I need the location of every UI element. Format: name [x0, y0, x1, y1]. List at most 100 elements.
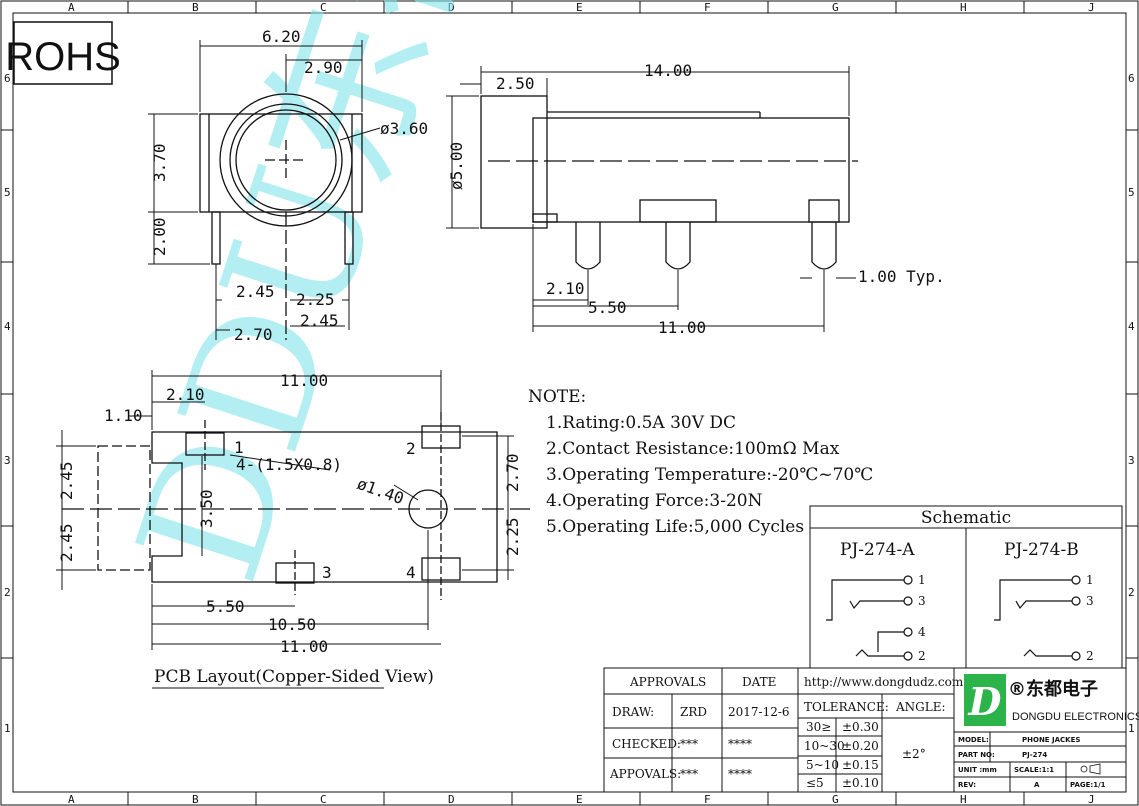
pin-label: 2 — [918, 649, 926, 663]
tol-value: ±0.10 — [842, 776, 879, 790]
row-label: 3 — [4, 454, 11, 467]
title-block-info: MODEL: PHONE JACKES PART NO: PJ-274 UNIT… — [958, 736, 1106, 789]
col-label: E — [576, 793, 583, 806]
schematic-box — [809, 505, 1123, 669]
schematic-right-pins: 1 3 2 — [1086, 573, 1094, 663]
svg-text:Schematic: Schematic — [921, 508, 1011, 528]
svg-text:2.45: 2.45 — [57, 523, 76, 562]
schematic-right — [994, 575, 1081, 661]
pin-label: 3 — [322, 563, 332, 582]
svg-text:MODEL:: MODEL: — [958, 736, 989, 744]
svg-text:6.20: 6.20 — [262, 27, 301, 46]
col-label: J — [1088, 793, 1095, 806]
rohs-badge: ROHS — [5, 21, 121, 85]
svg-text:APPOVALS:: APPOVALS: — [609, 767, 681, 781]
side-view — [480, 95, 858, 270]
notes: NOTE: 1.Rating:0.5A 30V DC 2.Contact Res… — [528, 387, 873, 537]
pcb-caption: PCB Layout(Copper-Sided View) — [154, 667, 434, 687]
svg-text:4-(1.5X0.8): 4-(1.5X0.8) — [236, 455, 342, 474]
svg-text:DRAW:: DRAW: — [612, 705, 654, 719]
tol-value: ±0.15 — [842, 758, 879, 772]
col-label: A — [68, 1, 75, 14]
svg-text:2.90: 2.90 — [304, 58, 343, 77]
svg-text:11.00: 11.00 — [280, 637, 328, 656]
svg-text:****: **** — [728, 767, 752, 781]
company-cn: ®东都电子 — [1008, 678, 1098, 700]
svg-text:ROHS: ROHS — [5, 35, 121, 79]
svg-text:ZRD: ZRD — [680, 705, 707, 719]
svg-text:1.00 Typ.: 1.00 Typ. — [858, 267, 945, 286]
col-label: B — [192, 1, 199, 14]
row-label: 5 — [4, 186, 11, 199]
col-label: F — [704, 1, 711, 14]
svg-text:PJ-274: PJ-274 — [1022, 751, 1047, 759]
svg-text:2.45: 2.45 — [300, 311, 339, 330]
svg-text:2.45: 2.45 — [57, 461, 76, 500]
svg-text:PAGE:1/1: PAGE:1/1 — [1070, 781, 1106, 789]
logo-letter: D — [968, 679, 1002, 724]
svg-text:2.25: 2.25 — [503, 517, 522, 556]
svg-text:ø5.00: ø5.00 — [447, 142, 466, 190]
svg-text:2.10: 2.10 — [546, 279, 585, 298]
svg-text:2017-12-6: 2017-12-6 — [728, 705, 790, 719]
pcb-dimensions — [56, 370, 514, 650]
front-view-labels: 6.20 2.90 ø3.60 3.70 2.00 2.45 2.25 2.70… — [150, 27, 428, 344]
svg-text:2.70: 2.70 — [503, 453, 522, 492]
company-en: DONGDU ELECTRONICS — [1012, 711, 1139, 723]
svg-text:PJ-274-A: PJ-274-A — [840, 540, 915, 560]
svg-text:DATE: DATE — [742, 675, 776, 689]
company-logo: D ®东都电子 DONGDU ELECTRONICS — [964, 674, 1139, 726]
svg-text:11.00: 11.00 — [280, 371, 328, 390]
pin-label: 1 — [234, 438, 244, 457]
svg-text:10.50: 10.50 — [268, 615, 316, 634]
pin-label: 1 — [1086, 573, 1094, 587]
svg-text:TOLERANCE:: TOLERANCE: — [804, 700, 889, 714]
row-label: 4 — [4, 320, 11, 333]
row-label: 1 — [1128, 722, 1135, 735]
svg-text:5.50: 5.50 — [206, 597, 245, 616]
front-view-dimensions — [148, 40, 381, 340]
pin-label: 3 — [1086, 594, 1094, 608]
svg-text:A: A — [1034, 781, 1040, 789]
title-block — [603, 667, 1127, 793]
col-label: G — [832, 793, 839, 806]
row-label: 1 — [4, 722, 11, 735]
svg-text:PART NO:: PART NO: — [958, 751, 995, 759]
col-label: C — [320, 1, 327, 14]
svg-text:3.50: 3.50 — [197, 489, 216, 528]
pin-label: 4 — [406, 563, 416, 582]
col-label: H — [960, 1, 967, 14]
row-label: 5 — [1128, 186, 1135, 199]
pin-label: 2 — [406, 439, 416, 458]
tol-value: ±0.20 — [842, 739, 879, 753]
svg-text:SCALE:1:1: SCALE:1:1 — [1014, 766, 1054, 774]
pcb-labels: 11.00 2.10 1.10 4-(1.5X0.8) ø1.40 2.45 2… — [57, 371, 522, 689]
pin-label: 1 — [918, 573, 926, 587]
col-label: B — [192, 793, 199, 806]
svg-text:1.10: 1.10 — [104, 406, 143, 425]
side-view-dimensions — [446, 66, 856, 332]
row-label: 2 — [4, 586, 11, 599]
note-item: 2.Contact Resistance:100mΩ Max — [546, 439, 840, 459]
col-label: A — [68, 793, 75, 806]
front-view — [199, 93, 363, 340]
row-label: 2 — [1128, 586, 1135, 599]
note-item: 4.Operating Force:3-20N — [546, 491, 763, 511]
svg-text:2.10: 2.10 — [166, 385, 205, 404]
svg-text:2.25: 2.25 — [296, 290, 335, 309]
svg-text:2.00: 2.00 — [150, 217, 169, 256]
svg-text:ø3.60: ø3.60 — [380, 119, 428, 138]
svg-text:****: **** — [728, 737, 752, 751]
svg-text:UNIT :mm: UNIT :mm — [958, 766, 997, 774]
note-item: 3.Operating Temperature:-20℃~70℃ — [546, 465, 873, 485]
notes-title: NOTE: — [528, 387, 586, 407]
pcb-layout — [62, 412, 530, 600]
svg-text:REV:: REV: — [958, 781, 976, 789]
svg-text:PHONE JACKES: PHONE JACKES — [1022, 736, 1080, 744]
svg-text:14.00: 14.00 — [644, 61, 692, 80]
note-item: 5.Operating Life:5,000 Cycles — [546, 517, 804, 537]
col-label: C — [320, 793, 327, 806]
row-label: 6 — [1128, 72, 1135, 85]
